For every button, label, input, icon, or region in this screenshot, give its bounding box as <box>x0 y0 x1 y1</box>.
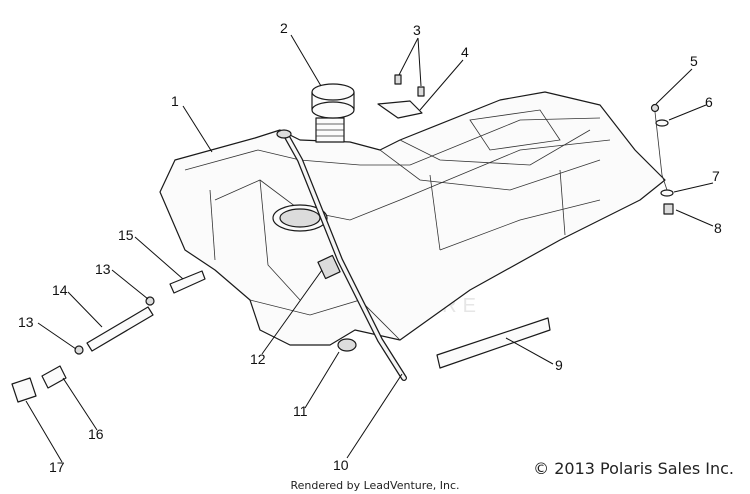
callout-8: 8 <box>714 220 722 236</box>
callout-4: 4 <box>461 44 469 60</box>
callout-9: 9 <box>555 357 563 373</box>
callout-3: 3 <box>413 22 421 38</box>
callout-10: 10 <box>333 457 349 473</box>
vent-hose[interactable] <box>276 129 407 381</box>
screws[interactable] <box>394 74 425 97</box>
callout-11: 11 <box>293 403 308 419</box>
fuel-fittings[interactable] <box>11 270 206 403</box>
callout-16: 16 <box>88 426 104 442</box>
foam-pad[interactable] <box>436 317 551 369</box>
callout-2: 2 <box>280 20 288 36</box>
leader-lines <box>25 34 714 463</box>
callout-5: 5 <box>690 53 698 69</box>
callout-14: 14 <box>52 282 68 298</box>
fuel-cap[interactable] <box>311 83 355 143</box>
callout-6: 6 <box>705 94 713 110</box>
callout-15: 15 <box>118 227 134 243</box>
callout-12: 12 <box>250 351 266 367</box>
fuel-tank[interactable] <box>159 91 666 352</box>
callout-13a: 13 <box>95 261 111 277</box>
callout-17: 17 <box>49 459 65 475</box>
bracket[interactable] <box>377 100 423 119</box>
mount-hardware[interactable] <box>650 103 674 215</box>
copyright-text: © 2013 Polaris Sales Inc. <box>533 459 734 478</box>
callout-1: 1 <box>171 93 179 109</box>
rendered-by-text: Rendered by LeadVenture, Inc. <box>290 479 460 492</box>
callout-7: 7 <box>712 168 720 184</box>
callout-labels: 1 2 3 4 5 6 7 8 9 10 11 12 13 13 14 15 1… <box>18 20 722 475</box>
callout-13b: 13 <box>18 314 34 330</box>
